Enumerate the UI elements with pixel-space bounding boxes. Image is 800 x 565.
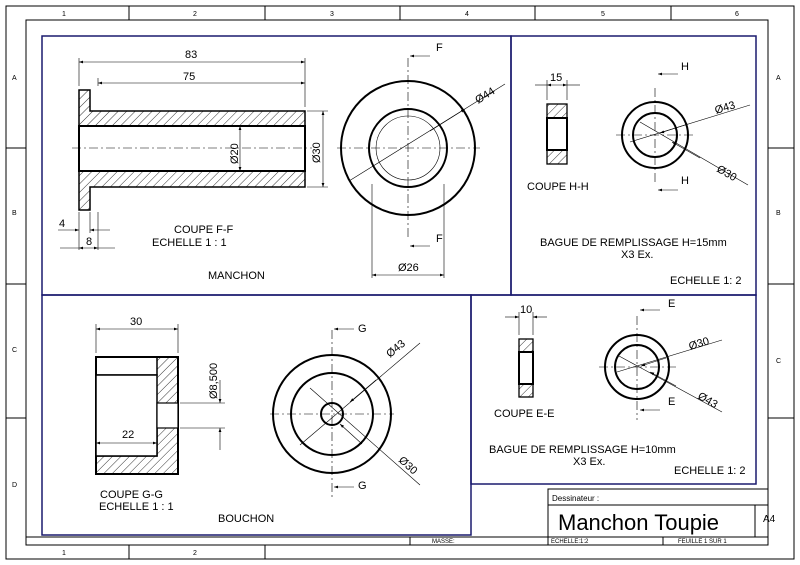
- bague15-dim-dia30: Ø30: [715, 163, 739, 184]
- manchon-title: MANCHON: [208, 270, 265, 282]
- bague10-front-view: E E Ø30 Ø43: [599, 298, 723, 420]
- bague10-cut-letter-top: E: [668, 298, 675, 310]
- zone-row-d-left: D: [12, 482, 17, 489]
- bouchon-section-label: COUPE G-G: [100, 489, 163, 501]
- zone-labels: 1 2 3 4 5 6 1 2 A B C D A B C: [12, 11, 781, 557]
- title-block: [26, 488, 769, 545]
- bouchon-dim-dia8500: Ø8,500: [208, 363, 220, 399]
- bouchon-dim-22: 22: [122, 429, 134, 441]
- bouchon-title: BOUCHON: [218, 513, 274, 525]
- bouchon-dim-dia43: Ø43: [384, 338, 408, 361]
- bague10-dim-10: 10: [520, 304, 532, 316]
- bouchon-cut-letter-bottom: G: [358, 480, 367, 492]
- bouchon-dim-dia30: Ø30: [396, 454, 419, 477]
- bague15-hatch-bottom: [546, 149, 568, 165]
- title-block-designer-label: Dessinateur :: [552, 494, 599, 503]
- manchon-cut-letter-bottom: F: [436, 233, 443, 245]
- bouchon-hole: [156, 402, 179, 429]
- view-frames: [41, 35, 757, 536]
- bague15-hatch-top: [546, 103, 568, 119]
- bouchon-front-view: G G Ø43 Ø30: [270, 323, 421, 498]
- bague15-title: BAGUE DE REMPLISSAGE H=15mm: [540, 237, 727, 249]
- zone-col-2-top: 2: [193, 11, 197, 18]
- bouchon-cut-letter-top: G: [358, 323, 367, 335]
- bague15-cut-letter-bottom: H: [681, 175, 689, 187]
- zone-row-a-right: A: [776, 75, 781, 82]
- manchon-hatch-bottom: [78, 170, 306, 211]
- sheet-border: [5, 5, 795, 560]
- manchon-section-view: 83 75 4 8 Ø20 Ø30: [58, 49, 328, 250]
- bague10-hatch-bottom: [518, 383, 534, 398]
- manchon-front-view: F F Ø44 Ø26: [337, 42, 506, 278]
- bague15-qty: X3 Ex.: [621, 249, 653, 261]
- manchon-dim-4: 4: [59, 218, 65, 230]
- manchon-dim-dia26: Ø26: [398, 262, 419, 274]
- bague15-cut-letter-top: H: [681, 61, 689, 73]
- title-block-mass-label: MASSE:: [432, 539, 455, 545]
- title-block-scale-label: ECHELLE:1:2: [551, 539, 589, 545]
- bague10-title: BAGUE DE REMPLISSAGE H=10mm: [489, 444, 676, 456]
- bague15-scale-label: ECHELLE 1: 2: [670, 275, 742, 287]
- zone-row-a-left: A: [12, 75, 17, 82]
- bague15-dim-dia43: Ø43: [713, 99, 736, 117]
- manchon-hatch-top: [78, 89, 306, 127]
- bague10-dim-dia43: Ø43: [696, 390, 720, 411]
- bouchon-scale-label: ECHELLE 1 : 1: [99, 501, 174, 513]
- zone-col-1-bottom: 1: [62, 550, 66, 557]
- bague10-section-view: 10: [505, 304, 547, 398]
- zone-col-3-top: 3: [330, 11, 334, 18]
- manchon-scale-label: ECHELLE 1 : 1: [152, 237, 227, 249]
- manchon-dim-8: 8: [86, 236, 92, 248]
- manchon-cut-letter-top: F: [436, 42, 443, 54]
- zone-row-c-right: C: [776, 358, 781, 365]
- bague15-section-view: 15: [535, 72, 580, 165]
- bague10-cut-letter-bottom: E: [668, 396, 675, 408]
- zone-col-6-top: 6: [735, 11, 739, 18]
- bague15-dim-15: 15: [550, 72, 562, 84]
- zone-row-b-left: B: [12, 210, 17, 217]
- zone-row-b-right: B: [776, 210, 781, 217]
- manchon-dim-75: 75: [183, 71, 195, 83]
- bouchon-section-view: 30 22 Ø8,500: [95, 316, 225, 475]
- manchon-section-label: COUPE F-F: [174, 224, 234, 236]
- zone-col-4-top: 4: [465, 11, 469, 18]
- title-block-sheet-label: FEUILLE 1 SUR 1: [678, 539, 727, 545]
- title-block-format: A4: [763, 514, 776, 525]
- zone-col-5-top: 5: [601, 11, 605, 18]
- manchon-dim-83: 83: [185, 49, 197, 61]
- manchon-dim-dia20: Ø20: [229, 143, 241, 164]
- manchon-dim-dia44: Ø44: [473, 85, 497, 106]
- zone-col-2-bottom: 2: [193, 550, 197, 557]
- bague10-scale-label: ECHELLE 1: 2: [674, 465, 746, 477]
- bague10-section-label: COUPE E-E: [494, 408, 555, 420]
- bague15-front-view: H H Ø43 Ø30: [616, 61, 751, 192]
- bague15-section-label: COUPE H-H: [527, 181, 589, 193]
- zone-row-c-left: C: [12, 347, 17, 354]
- manchon-dim-dia30: Ø30: [311, 142, 323, 163]
- zone-col-1-top: 1: [62, 11, 66, 18]
- title-block-drawing-title: Manchon Toupie: [558, 510, 719, 535]
- bouchon-bore: [95, 374, 158, 457]
- bague10-hatch-top: [518, 338, 534, 353]
- bague10-qty: X3 Ex.: [573, 456, 605, 468]
- bouchon-dim-30: 30: [130, 316, 142, 328]
- bague10-dim-dia30: Ø30: [687, 335, 710, 353]
